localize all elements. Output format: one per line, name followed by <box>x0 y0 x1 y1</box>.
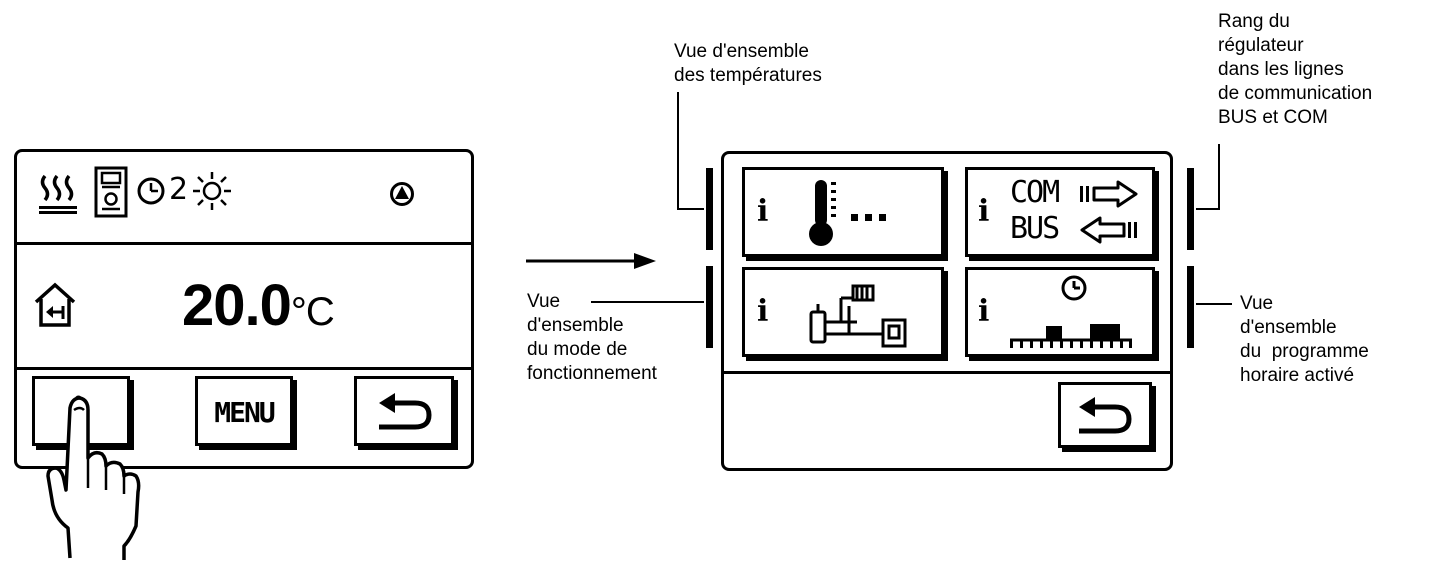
temperature-overview-button[interactable]: i <box>742 167 944 257</box>
annotation-line: fonctionnement <box>527 363 657 384</box>
side-bar-left-bottom <box>706 266 713 348</box>
pump-icon <box>389 181 415 207</box>
menu-button[interactable]: MENU <box>195 376 293 446</box>
menu-label: MENU <box>214 396 275 429</box>
bus-label: BUS <box>1010 211 1060 246</box>
annotation-line: dans les lignes <box>1218 59 1344 80</box>
side-bar-right-bottom <box>1187 266 1194 348</box>
annotation-line: du programme <box>1240 341 1369 362</box>
operating-mode-overview-button[interactable]: i <box>742 267 944 357</box>
com-label: COM <box>1010 175 1060 210</box>
thermometer-icon <box>809 180 886 246</box>
info-letter: i <box>978 294 990 329</box>
annotation-line: du mode de <box>527 339 628 360</box>
leader-rank <box>1196 144 1220 210</box>
arrow-left-icon <box>1080 216 1137 244</box>
annotation-mode: Vue d'ensemble du mode de fonctionnement <box>527 290 657 386</box>
temperature-unit: °C <box>290 290 335 334</box>
annotation-line: horaire activé <box>1240 365 1355 386</box>
annotation-line: BUS et COM <box>1218 107 1328 128</box>
left-display-screen: 2 20.0°C i <box>14 149 474 469</box>
temperature-value: 20.0°C <box>182 273 335 343</box>
annotation-line: Vue <box>1240 293 1274 314</box>
annotation-line: d'ensemble <box>1240 317 1337 338</box>
program-number: 2 <box>169 172 189 207</box>
annotation-line: des températures <box>674 65 822 86</box>
side-bar-left-top <box>706 168 713 250</box>
annotation-line: Rang du <box>1218 11 1290 32</box>
annotation-temperatures: Vue d'ensemble des températures <box>674 40 822 88</box>
back-arrow-icon <box>1079 397 1132 434</box>
sun-icon <box>191 170 233 212</box>
arrow-right-icon <box>1080 180 1138 208</box>
annotation-line: Vue d'ensemble <box>674 41 809 62</box>
back-button[interactable] <box>1058 382 1152 448</box>
temperature-number: 20.0 <box>182 273 292 338</box>
heating-circuit-icon <box>809 284 907 348</box>
pointing-hand-icon <box>40 378 160 563</box>
divider <box>724 371 1170 374</box>
annotation-line: Vue <box>527 291 561 312</box>
time-program-icon <box>1010 275 1132 348</box>
annotation-program: Vue d'ensemble du programme horaire acti… <box>1240 292 1369 388</box>
back-button[interactable] <box>354 376 454 446</box>
divider <box>17 242 471 245</box>
heating-icon <box>39 172 79 216</box>
info-letter: i <box>978 194 990 229</box>
clock-icon <box>136 176 166 206</box>
bus-com-rank-button[interactable]: i COM BUS <box>965 167 1155 257</box>
annotation-line: régulateur <box>1218 35 1304 56</box>
divider <box>17 367 471 370</box>
house-arrow-icon <box>33 282 77 328</box>
leader-temperatures <box>677 92 704 210</box>
time-program-overview-button[interactable]: i <box>965 267 1155 357</box>
remote-control-icon <box>94 166 128 218</box>
side-bar-right-top <box>1187 168 1194 250</box>
transition-arrow <box>526 253 656 269</box>
annotation-rank: Rang du régulateur dans les lignes de co… <box>1218 10 1372 130</box>
info-letter: i <box>757 194 769 229</box>
annotation-line: d'ensemble <box>527 315 624 336</box>
right-display-screen: i i COM BUS i <box>721 151 1173 471</box>
back-arrow-icon <box>379 393 432 430</box>
info-letter: i <box>757 294 769 329</box>
annotation-line: de communication <box>1218 83 1373 104</box>
